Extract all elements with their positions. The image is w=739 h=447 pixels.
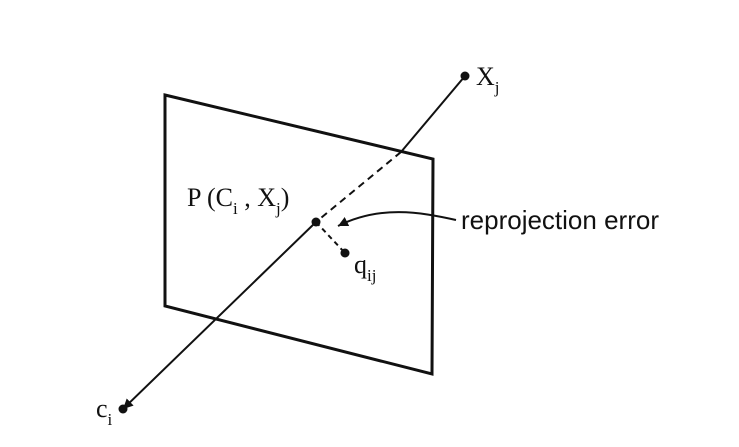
annotation-arrow — [337, 211, 457, 227]
point-projection — [311, 217, 321, 227]
label-projection: P (Ci , Xj) — [187, 183, 289, 218]
ray-to-camera — [122, 221, 317, 410]
label-x: Xj — [476, 62, 500, 97]
point-q — [340, 248, 350, 258]
ray-outside-segment — [400, 75, 466, 153]
label-q: qij — [354, 250, 376, 285]
image-plane — [163, 93, 435, 376]
ray-hidden-segment — [315, 151, 402, 223]
point-x — [460, 71, 470, 81]
label-reprojection-error: reprojection error — [461, 205, 659, 235]
point-c — [118, 404, 128, 414]
label-c: ci — [96, 394, 113, 429]
reprojection-error-segment — [315, 221, 346, 254]
